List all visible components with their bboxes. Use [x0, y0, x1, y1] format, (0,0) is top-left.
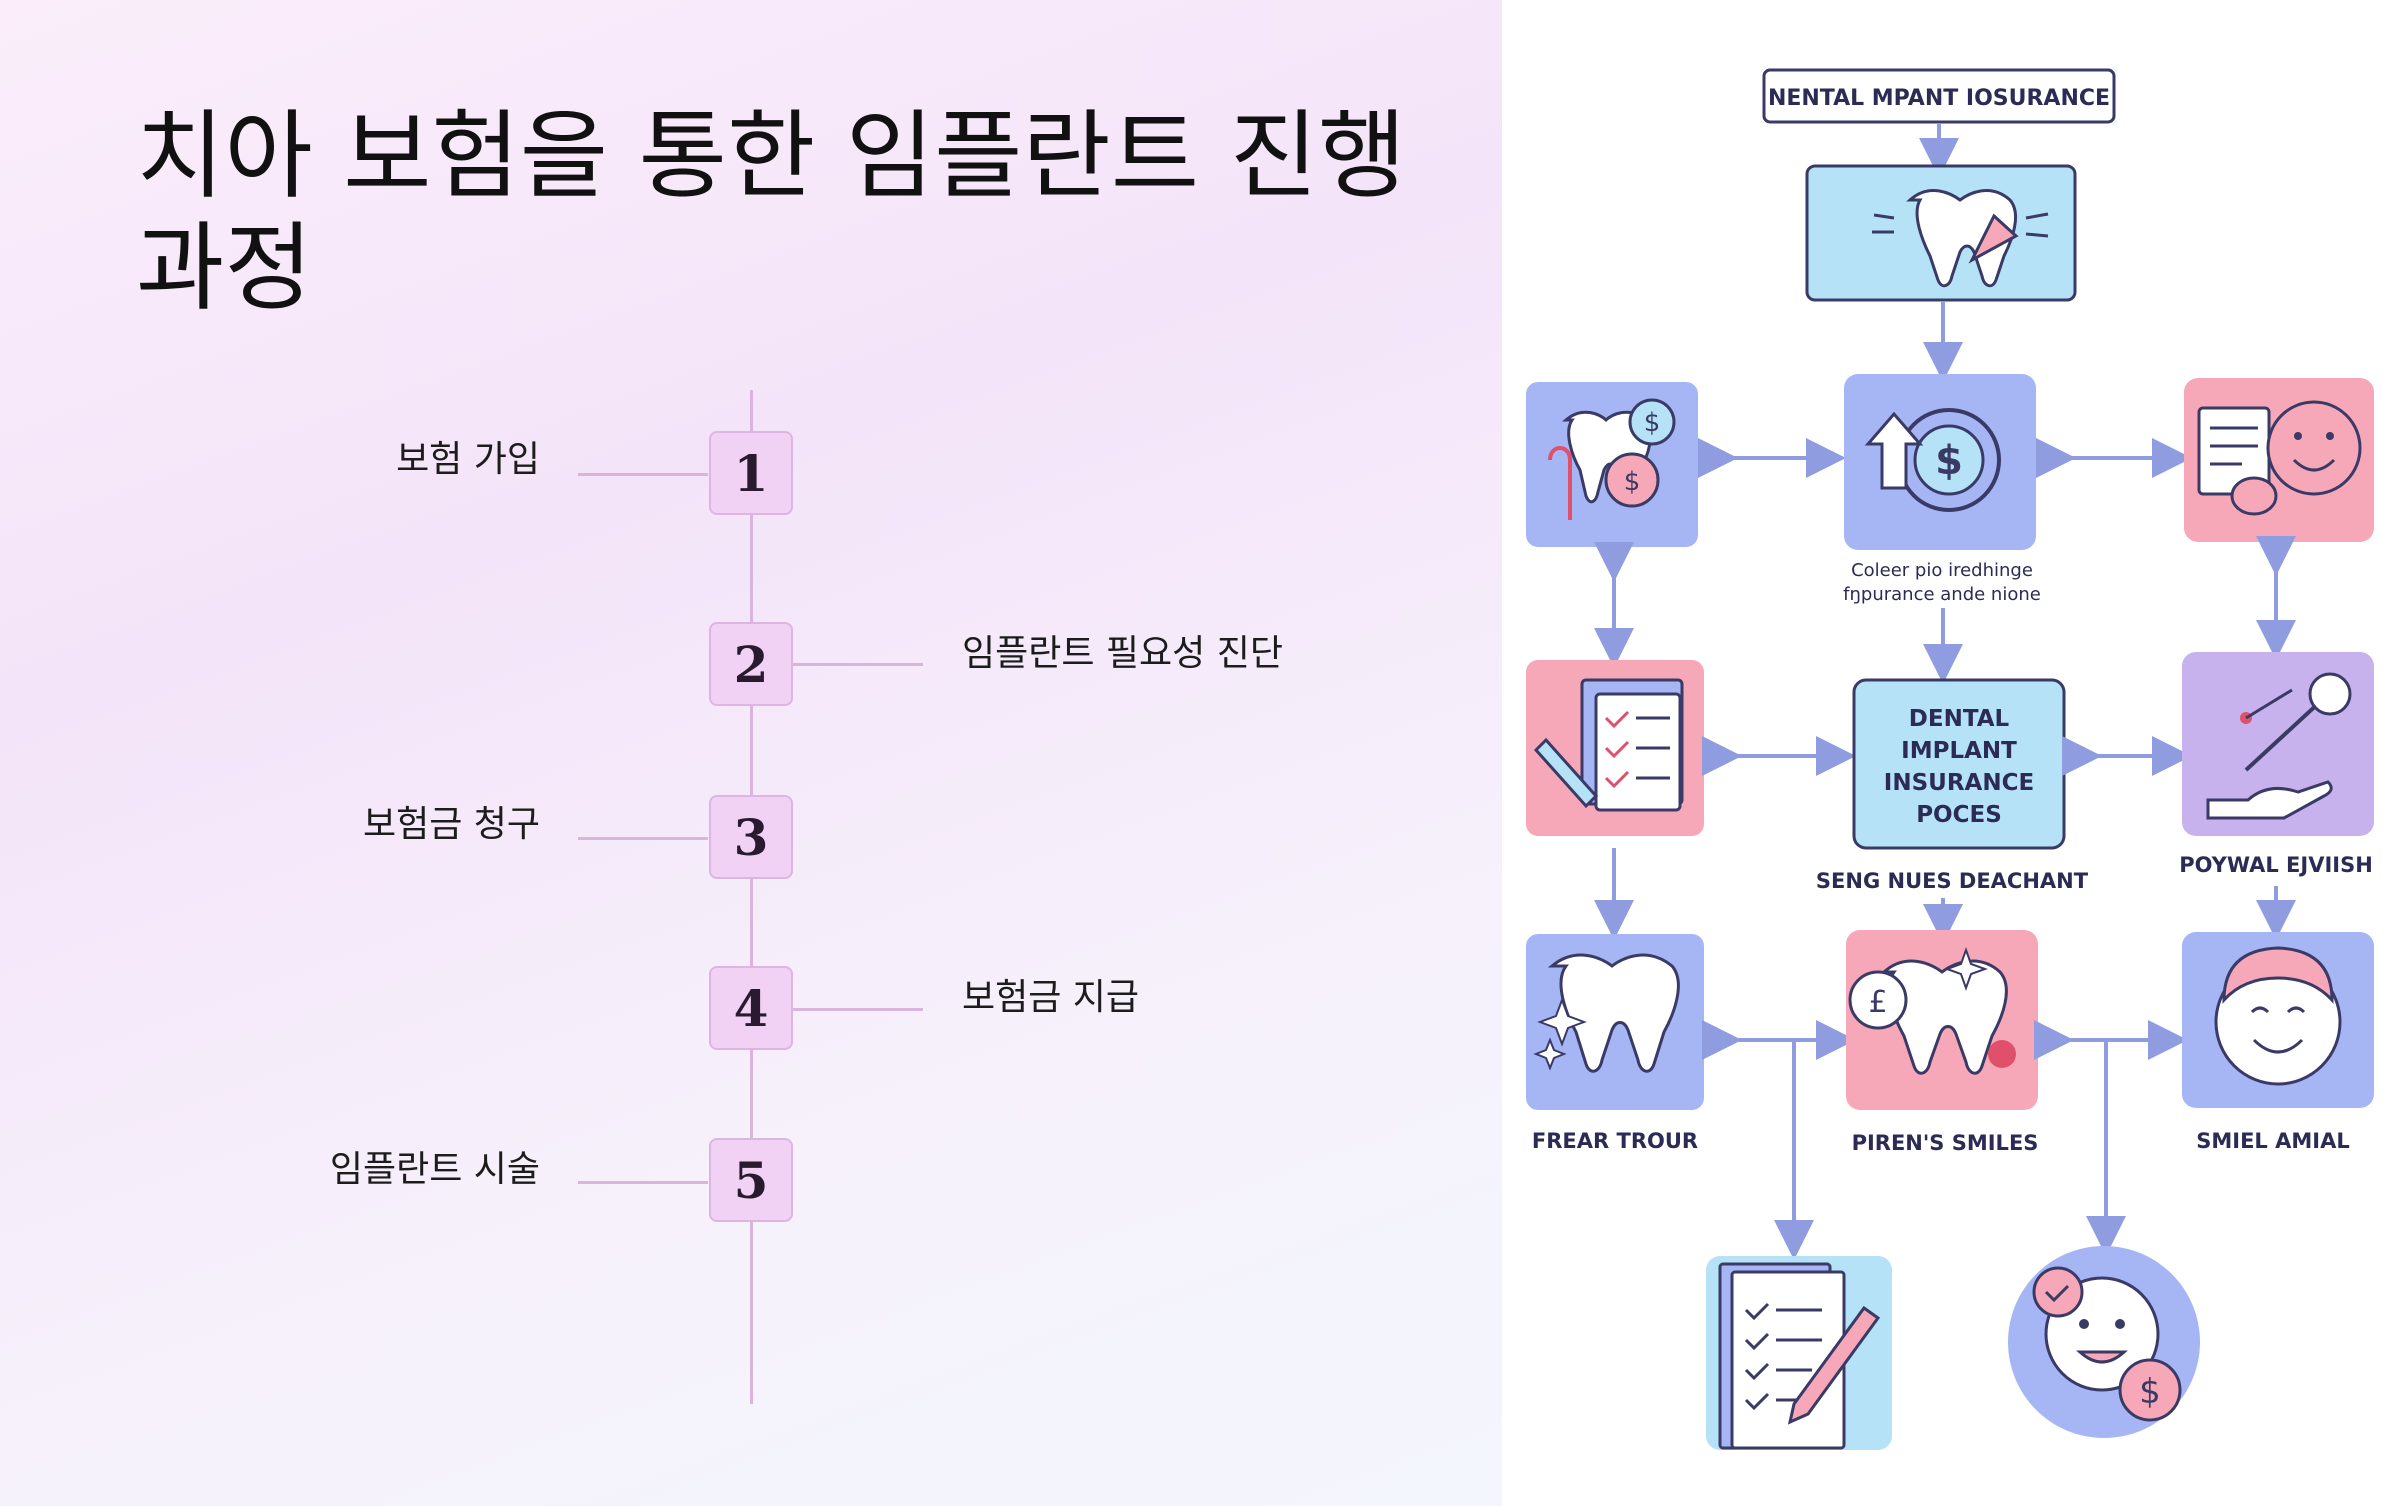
caption-top-line1: Coleer pio iredhinge: [1851, 560, 2033, 581]
dollar-cycle-icon: $: [1844, 374, 2036, 550]
step-1-connector: [578, 473, 708, 476]
timeline-line: [750, 390, 753, 1404]
center-line2: IMPLANT: [1901, 738, 2017, 764]
step-4-number: 4: [709, 966, 793, 1050]
svg-text:$: $: [1644, 408, 1661, 438]
caption-center-bottom: PIREN'S SMILES: [1852, 1131, 2039, 1155]
sparkle-tooth-icon: [1526, 934, 1704, 1110]
step-5-number: 5: [709, 1138, 793, 1222]
slide-panel: 치아 보험을 통한 임플란트 진행 과정 1 보험 가입 2 임플란트 필요성 …: [0, 0, 1502, 1506]
tooth-arrow-icon: [1805, 164, 2077, 302]
caption-right-bottom: SMIEL AMIAL: [2196, 1129, 2349, 1153]
step-2-label: 임플란트 필요성 진단: [962, 633, 1283, 674]
page-title: 치아 보험을 통한 임플란트 진행 과정: [136, 100, 1407, 324]
step-5-label: 임플란트 시술: [329, 1149, 540, 1190]
center-line4: POCES: [1916, 802, 2002, 828]
center-process-box: DENTAL IMPLANT INSURANCE POCES: [1852, 678, 2066, 850]
checklist-pencil-icon: [1706, 1256, 1892, 1450]
smiling-face-icon: [2182, 932, 2374, 1108]
hand-tool-icon: [2182, 652, 2374, 836]
header-text: NENTAL MPANT IOSURANCE: [1768, 86, 2110, 111]
infographic-svg: NENTAL MPANT IOSURANCE $ $: [1526, 68, 2374, 1450]
caption-top-line2: fŋpurance ande nione: [1843, 584, 2041, 605]
svg-text:$: $: [1935, 438, 1963, 484]
center-line1: DENTAL: [1909, 706, 2010, 732]
step-5-connector: [578, 1181, 708, 1184]
clipboard-pen-icon: [1526, 660, 1704, 836]
svg-text:$: $: [1624, 467, 1641, 497]
insurance-infographic: NENTAL MPANT IOSURANCE $ $: [1502, 0, 2400, 1506]
step-3-label: 보험금 청구: [362, 804, 540, 845]
center-line3: INSURANCE: [1884, 770, 2034, 796]
caption-center: SENG NUES DEACHANT: [1816, 869, 2089, 893]
caption-left-bottom: FREAR TROUR: [1532, 1129, 1698, 1153]
step-2-number: 2: [709, 622, 793, 706]
header-box: [1762, 68, 2116, 124]
checklist-smile-icon: [2184, 378, 2374, 542]
svg-text:$: $: [2139, 1372, 2161, 1412]
caption-right-mid: POYWAL EJVIISH: [2179, 853, 2373, 877]
step-1-label: 보험 가입: [396, 439, 540, 480]
tooth-dollar-icon: $ $: [1526, 382, 1698, 547]
face-dollar-icon: $: [2008, 1246, 2200, 1438]
svg-text:£: £: [1868, 985, 1887, 1020]
step-1-number: 1: [709, 431, 793, 515]
pound-tooth-icon: £: [1846, 930, 2038, 1110]
step-2-connector: [793, 663, 923, 666]
step-3-number: 3: [709, 795, 793, 879]
step-4-label: 보험금 지급: [962, 977, 1140, 1018]
step-4-connector: [793, 1008, 923, 1011]
step-3-connector: [578, 837, 708, 840]
